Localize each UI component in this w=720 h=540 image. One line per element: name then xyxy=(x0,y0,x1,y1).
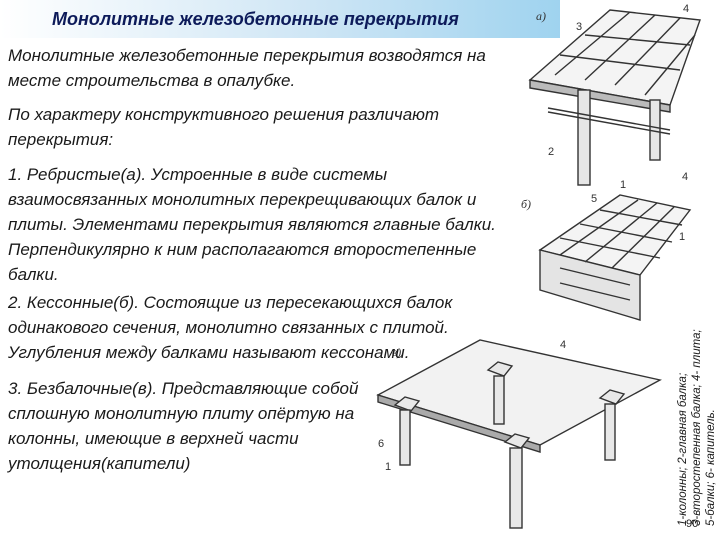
callout-b-4: 4 xyxy=(682,171,688,183)
callout-a-3: 3 xyxy=(576,21,582,33)
callout-c-4: 4 xyxy=(560,339,566,351)
title-bar xyxy=(0,0,560,38)
list-item-coffered: 2. Кессонные(б). Состоящие из пересекающ… xyxy=(8,293,453,362)
slide-title: Монолитные железобетонные перекрытия xyxy=(52,9,459,29)
page-number: 90 xyxy=(686,518,699,530)
callout-a-1: 1 xyxy=(620,179,626,191)
legend-line-3: 5-балки; 6- капитель. xyxy=(705,409,717,526)
paragraph-intro: Монолитные железобетонные перекрытия воз… xyxy=(8,46,486,90)
legend-line-2: 3-второстепенная балка; 4- плита; xyxy=(691,329,703,526)
callout-b-5: 5 xyxy=(591,193,597,205)
svg-text:1-колонны; 2-главная балка;: 1-колонны; 2-главная балка; 3-второстепе… xyxy=(677,326,717,526)
figure-panel-b xyxy=(538,194,692,321)
paragraph-classification: По характеру конструктивного решения раз… xyxy=(8,105,440,149)
list-item-beamless: 3. Безбалочные(в). Представляющие собой … xyxy=(8,379,359,473)
list-item-ribbed: 1. Ребристые(а). Устроенные в виде систе… xyxy=(8,165,496,284)
legend-line-1: 1-колонны; 2-главная балка; xyxy=(677,373,689,526)
callout-a-4: 4 xyxy=(683,3,689,15)
figure-legend-caption: 1-колонны; 2-главная балка; 3-второстепе… xyxy=(677,326,717,526)
callout-a-2: 2 xyxy=(548,146,554,158)
